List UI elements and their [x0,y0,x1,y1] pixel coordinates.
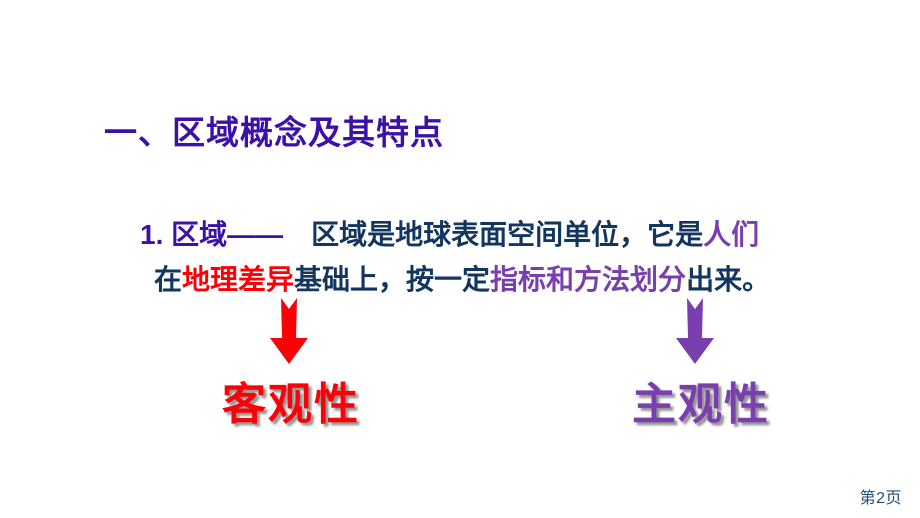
definition-text-part-3: 基础上，按一定 [294,264,491,295]
definition-text-part-2: 在 [154,264,183,295]
page-number: 第2页 [859,490,902,507]
definition-highlight-geographic-difference: 地理差异 [182,264,295,295]
page-title: 一、区域概念及其特点 [104,114,444,152]
definition-term-label: 1. 区域—— [140,219,284,250]
down-arrow-left-icon [266,296,312,366]
definition-text-part-4: 出来。 [686,264,771,295]
body-paragraph: 1. 区域—— 区域是地球表面空间单位，它是人们 在地理差异基础上，按一定指标和方… [140,212,858,302]
definition-highlight-people: 人们 [703,219,760,250]
definition-text-part-1: 区域是地球表面空间单位，它是 [311,219,704,250]
down-arrow-right-icon [672,296,718,366]
body-line-2: 在地理差异基础上，按一定指标和方法划分出来。 [140,257,858,302]
conclusion-objectivity: 客观性 [222,380,360,429]
definition-highlight-criteria-methods: 指标和方法划分 [490,264,687,295]
body-line-1: 1. 区域—— 区域是地球表面空间单位，它是人们 [140,212,858,257]
conclusion-subjectivity: 主观性 [632,380,770,429]
